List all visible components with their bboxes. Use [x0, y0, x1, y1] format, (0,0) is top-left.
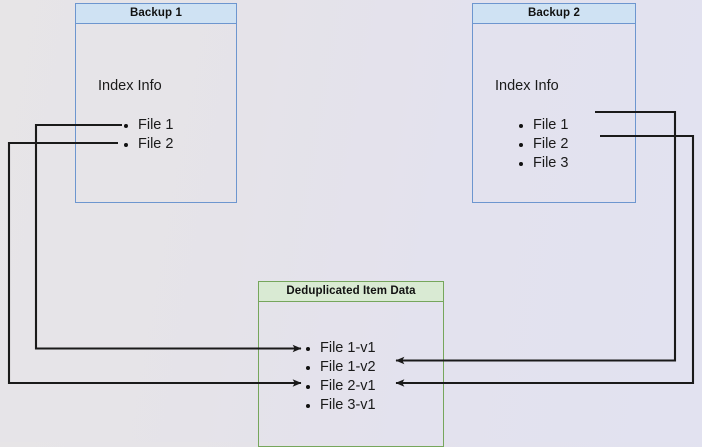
list-item[interactable]: File 2	[518, 135, 568, 154]
backup-2-file-list: File 1 File 2 File 3	[518, 116, 568, 173]
list-item[interactable]: File 1	[518, 116, 568, 135]
backup-1-box[interactable]: Backup 1 Index Info File 1 File 2	[75, 3, 237, 203]
list-item[interactable]: File 1	[123, 116, 173, 135]
backup-1-caption: Index Info	[98, 78, 162, 94]
list-item[interactable]: File 1-v1	[305, 339, 376, 358]
list-item[interactable]: File 1-v2	[305, 358, 376, 377]
backup-1-file-list: File 1 File 2	[123, 116, 173, 154]
deduplicated-item-data-box[interactable]: Deduplicated Item Data File 1-v1 File 1-…	[258, 281, 444, 447]
list-item[interactable]: File 2	[123, 135, 173, 154]
backup-2-title: Backup 2	[473, 4, 635, 24]
deduplicated-item-data-title: Deduplicated Item Data	[259, 282, 443, 302]
list-item[interactable]: File 3	[518, 154, 568, 173]
deduplicated-item-data-body: File 1-v1 File 1-v2 File 2-v1 File 3-v1	[259, 302, 443, 445]
backup-2-caption: Index Info	[495, 78, 559, 94]
backup-2-box[interactable]: Backup 2 Index Info File 1 File 2 File 3	[472, 3, 636, 203]
list-item[interactable]: File 3-v1	[305, 396, 376, 415]
dedup-file-list: File 1-v1 File 1-v2 File 2-v1 File 3-v1	[305, 339, 376, 415]
backup-2-body: Index Info File 1 File 2 File 3	[473, 24, 635, 201]
backup-1-body: Index Info File 1 File 2	[76, 24, 236, 201]
list-item[interactable]: File 2-v1	[305, 377, 376, 396]
backup-1-title: Backup 1	[76, 4, 236, 24]
